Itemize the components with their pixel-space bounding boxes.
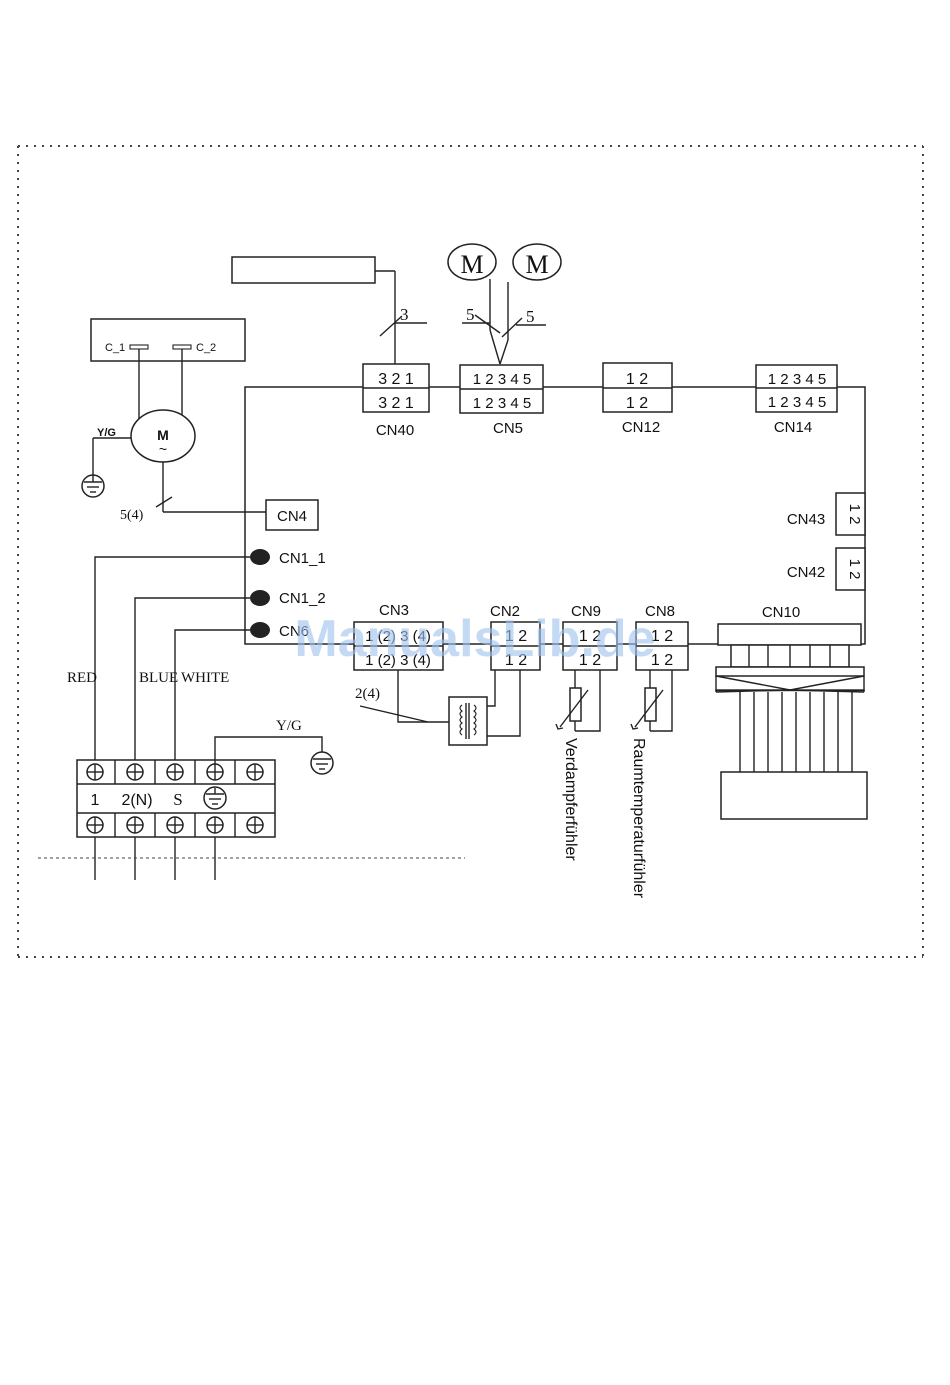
- fan-motor-ac-symbol: ~: [159, 441, 167, 457]
- screw-icon: [126, 763, 144, 781]
- wire-color-white: WHITE: [181, 670, 229, 686]
- fan-motor: M ~ Y/G 5(4): [92, 409, 266, 523]
- cn8-pins-bottom: 1 2: [651, 652, 673, 669]
- screw-icon: [86, 816, 104, 834]
- cn42-pins: 1 2: [846, 559, 863, 580]
- cn5-pins-bottom: 1 2 3 4 5: [473, 395, 531, 412]
- swing-motor-right-label: M: [525, 250, 548, 279]
- earth-icon: [81, 474, 105, 498]
- cn6-label: CN6: [279, 623, 309, 640]
- cn10-connector: CN10: [715, 604, 868, 820]
- cn1-2-label: CN1_2: [279, 590, 326, 607]
- cn12-label: CN12: [622, 419, 660, 436]
- cn40-pins-top: 3 2 1: [378, 371, 414, 388]
- cn3-connector: 1 (2) 3 (4) 1 (2) 3 (4) CN3 2(4): [353, 602, 449, 723]
- cn4-connector: CN4: [265, 499, 319, 531]
- cn10-label: CN10: [762, 604, 800, 621]
- cn9-pins-top: 1 2: [579, 628, 601, 645]
- terminal-s-label: S: [173, 790, 182, 809]
- terminal-earth-wire: Y/G: [214, 718, 334, 775]
- wire-color-red: RED: [67, 670, 97, 686]
- cn3-pins-bottom: 1 (2) 3 (4): [365, 652, 431, 669]
- cn8-pins-top: 1 2: [651, 628, 673, 645]
- transformer-wire-count: 2(4): [355, 686, 380, 702]
- cn40-wire-count: 3: [400, 305, 409, 324]
- screw-icon: [206, 816, 224, 834]
- room-sensor-label: Raumtemperaturfühler: [630, 738, 647, 899]
- cn14-pins-top: 1 2 3 4 5: [768, 371, 826, 388]
- terminal-1-label: 1: [91, 792, 100, 809]
- watermark: ManualsLib.de: [294, 610, 655, 668]
- cn42-label: CN42: [787, 564, 825, 581]
- screw-icon: [246, 816, 264, 834]
- motor1-wire-count: 5: [466, 305, 475, 324]
- transformer: [448, 670, 521, 746]
- cn40-wire: 3: [375, 270, 427, 364]
- terminal-screws: [86, 763, 264, 834]
- cn3-pins-top: 1 (2) 3 (4): [365, 628, 431, 645]
- terminal-2-label: 2(N): [121, 792, 152, 809]
- evaporator-sensor-label: Verdampferfühler: [562, 738, 579, 861]
- cn14-label: CN14: [774, 419, 812, 436]
- terminal-earth-icon: [203, 786, 227, 810]
- cn2-connector: 1 2 1 2 CN2: [490, 603, 541, 671]
- wire-color-blue: BLUE: [139, 670, 178, 686]
- screw-icon: [166, 816, 184, 834]
- cn43-connector: CN43 1 2: [787, 492, 866, 536]
- power-terminals: CN1_1 CN1_2 CN6 RED BLUE WHITE: [67, 549, 326, 765]
- capacitor-c1-label: C_1: [105, 342, 125, 354]
- capacitor: C_1 C_2: [90, 318, 246, 422]
- swing-motors: M M 5 5: [447, 243, 562, 365]
- cn12-pins-top: 1 2: [626, 371, 648, 388]
- cn14-pins-bottom: 1 2 3 4 5: [768, 394, 826, 411]
- fan-motor-earth-label: Y/G: [97, 427, 116, 439]
- display-box: [231, 256, 376, 284]
- fan-motor-wire-count: 5(4): [120, 508, 144, 523]
- fan-motor-label: M: [157, 427, 169, 443]
- screw-icon: [86, 763, 104, 781]
- cn43-label: CN43: [787, 511, 825, 528]
- cn9-pins-bottom: 1 2: [579, 652, 601, 669]
- terminal-earth-label: Y/G: [276, 718, 302, 734]
- cn5-label: CN5: [493, 420, 523, 437]
- cn43-pins: 1 2: [846, 504, 863, 525]
- cn8-connector: 1 2 1 2 CN8 Raumtemperaturfühler: [630, 603, 689, 899]
- outgoing-leads: [38, 837, 465, 880]
- cn9-label: CN9: [571, 603, 601, 620]
- cn12-pins-bottom: 1 2: [626, 395, 648, 412]
- capacitor-c2-label: C_2: [196, 342, 216, 354]
- cn14-connector: 1 2 3 4 5 1 2 3 4 5 CN14: [755, 364, 838, 436]
- cn1-1-label: CN1_1: [279, 550, 326, 567]
- cn2-pins-bottom: 1 2: [505, 652, 527, 669]
- cn42-connector: CN42 1 2: [787, 547, 866, 591]
- cn2-pins-top: 1 2: [505, 628, 527, 645]
- cn40-connector: 3 2 1 3 2 1 CN40: [362, 363, 430, 439]
- cn40-pins-bottom: 3 2 1: [378, 395, 414, 412]
- cn8-label: CN8: [645, 603, 675, 620]
- cn9-connector: 1 2 1 2 CN9 Verdampferfühler: [555, 603, 618, 861]
- cn5-connector: 1 2 3 4 5 1 2 3 4 5 CN5: [459, 364, 544, 437]
- screw-icon: [126, 816, 144, 834]
- cn12-connector: 1 2 1 2 CN12: [602, 362, 673, 436]
- screw-icon: [166, 763, 184, 781]
- cn3-label: CN3: [379, 602, 409, 619]
- screw-icon: [206, 763, 224, 781]
- cn5-pins-top: 1 2 3 4 5: [473, 371, 531, 388]
- swing-motor-left-label: M: [460, 250, 483, 279]
- terminal-block: 1 2(N) S: [76, 759, 276, 838]
- cn4-label: CN4: [277, 508, 307, 525]
- cn40-label: CN40: [376, 422, 414, 439]
- motor2-wire-count: 5: [526, 307, 535, 326]
- screw-icon: [246, 763, 264, 781]
- cn2-label: CN2: [490, 603, 520, 620]
